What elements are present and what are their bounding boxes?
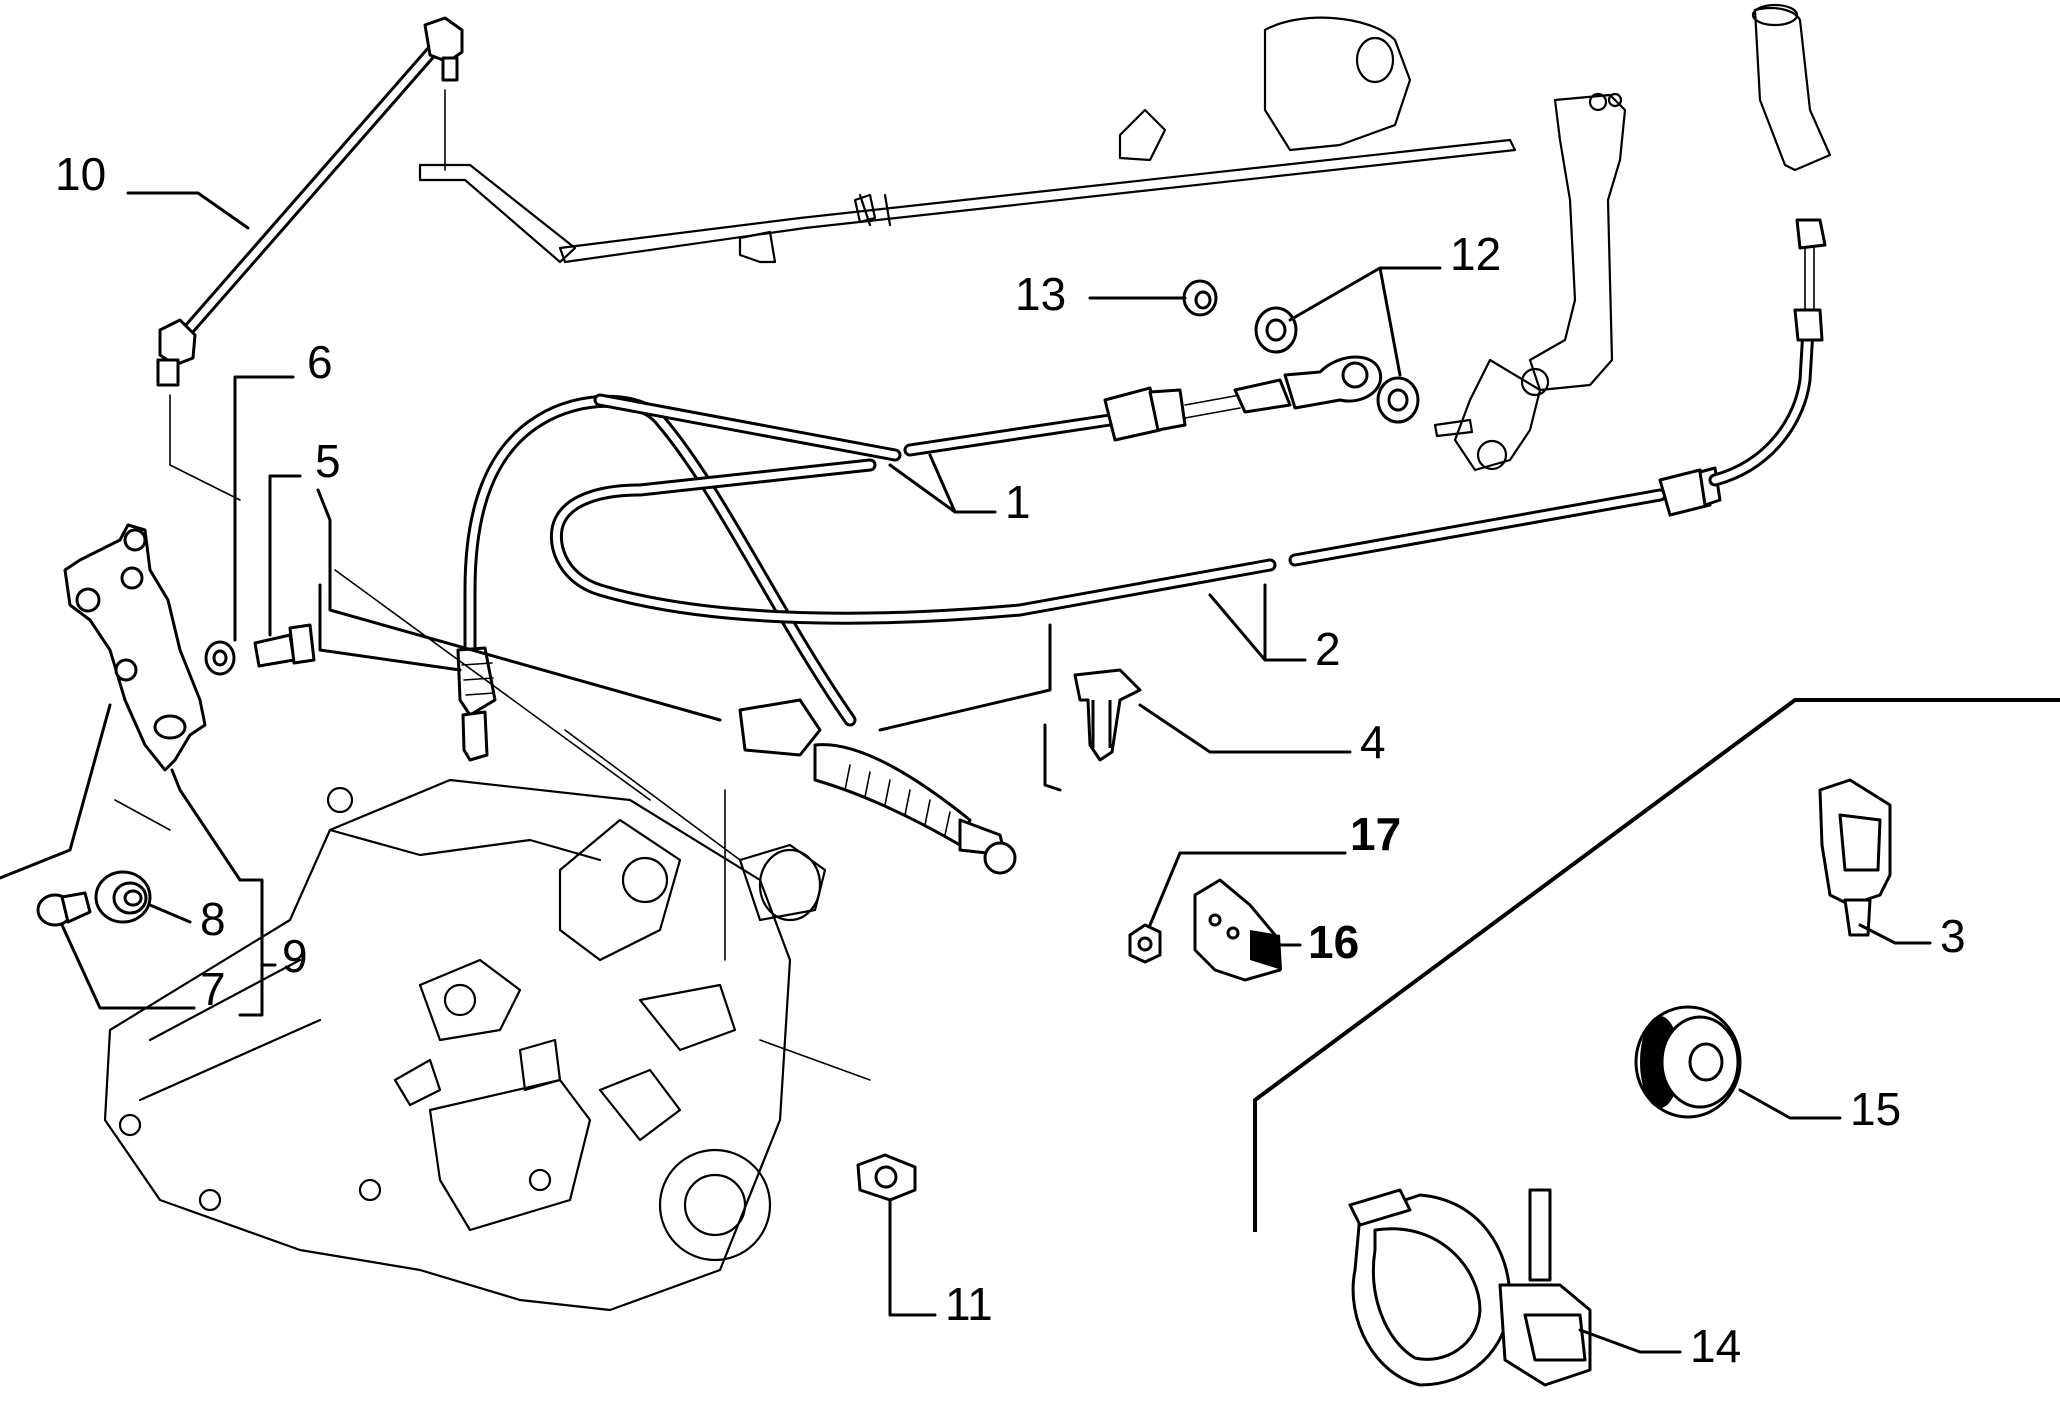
part-15-grommet	[1634, 1005, 1742, 1119]
alignment-lines	[114, 89, 871, 1081]
part-14-cable-clamp	[1348, 1188, 1592, 1387]
callout-11: 11	[945, 1278, 993, 1330]
part-12-washer-lower	[1376, 376, 1420, 424]
gear-lever-bracket	[1433, 3, 1832, 472]
gearbox-housing-outline	[103, 778, 827, 1312]
part-6-washer	[204, 640, 236, 676]
callout-9: 9	[282, 930, 308, 982]
part-8-bushing	[94, 870, 152, 924]
callout-12: 12	[1450, 228, 1501, 280]
callout-4: 4	[1360, 716, 1386, 768]
callout-1: 1	[1005, 476, 1031, 528]
part-7-pin	[36, 891, 92, 927]
part-12-washer-upper	[1254, 306, 1298, 354]
callout-6: 6	[307, 336, 333, 388]
gearshift-linkage-rod	[418, 16, 1517, 264]
callout-13: 13	[1015, 268, 1066, 320]
section-divider-line	[1253, 698, 2060, 1232]
callout-14: 14	[1690, 1320, 1741, 1372]
part-4-retaining-clip	[1073, 668, 1142, 762]
part-1-gear-selection-cable	[463, 355, 1383, 875]
callout-17: 17	[1350, 808, 1401, 860]
part-9-bracket	[63, 523, 207, 772]
part-11-self-locking-nut	[856, 1153, 917, 1202]
part-10-connecting-rod	[156, 16, 464, 387]
callout-7: 7	[200, 963, 226, 1015]
part-13-circlip	[1182, 279, 1218, 317]
leader-lines	[0, 191, 1932, 1354]
part-17-nut	[1128, 923, 1162, 964]
callout-10: 10	[55, 148, 106, 200]
part-5-bolt	[253, 623, 316, 668]
callout-16: 16	[1308, 916, 1359, 968]
part-16-mounting-bracket	[1193, 878, 1282, 982]
callout-2: 2	[1315, 623, 1341, 675]
part-3-cable-clip	[1818, 778, 1892, 937]
callout-labels: 10 6 5 1 2 4 13 12 17 16 11 8 7 9 3 15 1…	[55, 148, 1966, 1372]
callout-8: 8	[200, 893, 226, 945]
callout-3: 3	[1940, 910, 1966, 962]
callout-5: 5	[315, 435, 341, 487]
callout-15: 15	[1850, 1083, 1901, 1135]
part-2-gear-engagement-cable	[456, 218, 1827, 762]
